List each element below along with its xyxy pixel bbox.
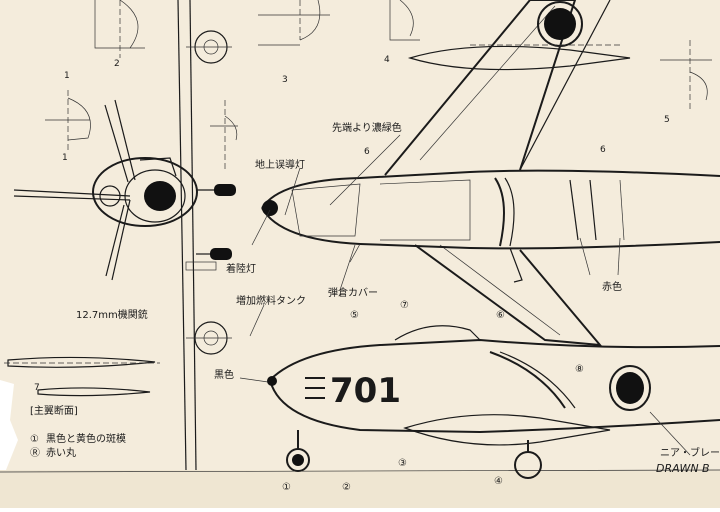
wing-sections <box>4 356 160 397</box>
circled-station: ⑧ <box>575 364 584 375</box>
label-black: 黒色 <box>214 368 234 381</box>
legend-1-text: 黒色と黄色の斑模 <box>46 432 126 445</box>
legend-2-mark: Ⓡ <box>30 447 40 459</box>
circled-station: ⑦ <box>400 300 409 311</box>
plan-view-wing <box>384 0 631 347</box>
station-number: 1 <box>62 153 68 163</box>
circled-station: ⑤ <box>350 310 359 321</box>
legend-1-mark: ① <box>30 434 39 445</box>
circled-station: ④ <box>494 476 503 487</box>
drawn-by-japanese: ニア・ブレー <box>660 446 720 459</box>
paper-torn-edge <box>0 380 18 470</box>
paper-fold-line <box>0 469 720 473</box>
station-number: 1 <box>64 71 70 81</box>
leader-lines <box>239 134 691 456</box>
fuselage-section-sketches <box>45 0 712 170</box>
station-number: 6 <box>600 145 606 155</box>
label-red: 赤色 <box>602 280 622 293</box>
label-wing-section: [主翼断面] <box>30 404 78 417</box>
label-ground-light: 地上误導灯 <box>255 158 305 171</box>
station-number: 4 <box>384 55 390 65</box>
side-view: 701 <box>267 325 720 479</box>
label-gun-cover: 弾倉カバー <box>328 286 378 299</box>
label-aux-tank: 増加燃料タンク <box>236 294 306 307</box>
station-number: 5 <box>664 115 670 125</box>
top-fuselage-view <box>261 169 720 283</box>
label-leading-edge-color: 先端より濃緑色 <box>332 121 402 134</box>
station-number: 3 <box>282 75 288 85</box>
drawn-by: DRAWN B <box>656 462 710 475</box>
station-number: 6 <box>364 147 370 157</box>
label-landing-light: 着陸灯 <box>226 262 256 275</box>
station-number: 7 <box>34 383 40 393</box>
circled-station: ② <box>342 482 351 493</box>
front-view <box>13 0 236 471</box>
legend-2-text: 赤い丸 <box>46 446 76 459</box>
station-number: 2 <box>114 59 120 69</box>
circled-station: ① <box>282 482 291 493</box>
circled-station: ③ <box>398 458 407 469</box>
paper-bottom-edge <box>0 470 720 508</box>
circled-station: ⑥ <box>496 310 505 321</box>
label-gun-ports: 12.7mm機関銃 <box>76 308 148 321</box>
aircraft-number: 701 <box>330 371 401 411</box>
